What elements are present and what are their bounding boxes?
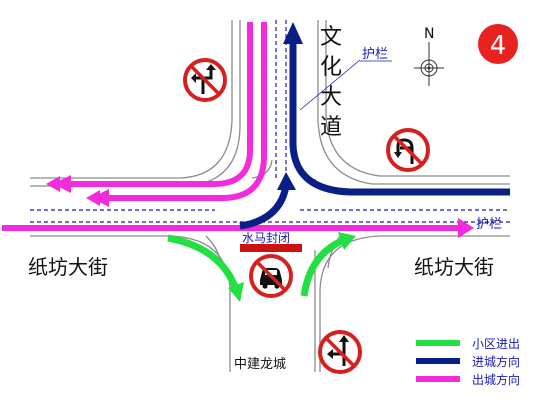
horizontal-road-name-right: 纸坊大街 — [414, 255, 494, 279]
legend: 小区进出 进城方向 出城方向 — [416, 337, 520, 387]
barrier-label: 水马封闭 — [242, 231, 290, 245]
compass: N — [414, 26, 444, 86]
outbound-arrow-left-1 — [46, 176, 60, 192]
legend-label-inbound: 进城方向 — [472, 354, 520, 369]
community-name: 中建龙城 — [234, 357, 286, 372]
vertical-road-name-char-3: 大 — [320, 85, 342, 110]
legend-label-community: 小区进出 — [472, 337, 520, 351]
step-badge-number: 4 — [490, 31, 507, 61]
inbound-lanes — [239, 42, 510, 230]
legend-label-outbound: 出城方向 — [472, 372, 520, 387]
outbound-lanes — [2, 22, 462, 231]
outbound-arrow-right — [458, 218, 474, 238]
horizontal-road-name-left: 纸坊大街 — [28, 255, 108, 279]
no-left-uturn-icon — [386, 128, 430, 172]
guardrail-label-right: 护栏 — [476, 217, 502, 232]
legend-swatch-community — [416, 340, 460, 346]
legend-swatch-outbound — [416, 376, 460, 382]
no-car-icon — [249, 254, 293, 298]
guardrail-leader-top — [299, 59, 361, 111]
legend-swatch-inbound — [416, 358, 460, 364]
community-lanes — [167, 234, 346, 297]
vertical-road-name-char-4: 道 — [320, 115, 342, 140]
water-barrier — [240, 244, 302, 252]
no-left-turn-icon — [318, 330, 362, 374]
inbound-arrow-up — [283, 22, 303, 44]
step-badge: 4 — [478, 24, 518, 64]
community-arrow-up — [338, 232, 356, 250]
inbound-arrow-turn — [277, 172, 296, 190]
no-left-right-turn-icon — [183, 58, 227, 102]
community-arrow-down — [228, 282, 244, 302]
guardrails — [30, 20, 510, 223]
vertical-road-name-char-2: 化 — [320, 55, 342, 80]
guardrail-label-top: 护栏 — [362, 47, 388, 62]
outbound-arrow-left-2 — [86, 190, 100, 206]
compass-north-letter: N — [424, 26, 434, 42]
vertical-road-name-char-1: 文 — [320, 25, 342, 50]
